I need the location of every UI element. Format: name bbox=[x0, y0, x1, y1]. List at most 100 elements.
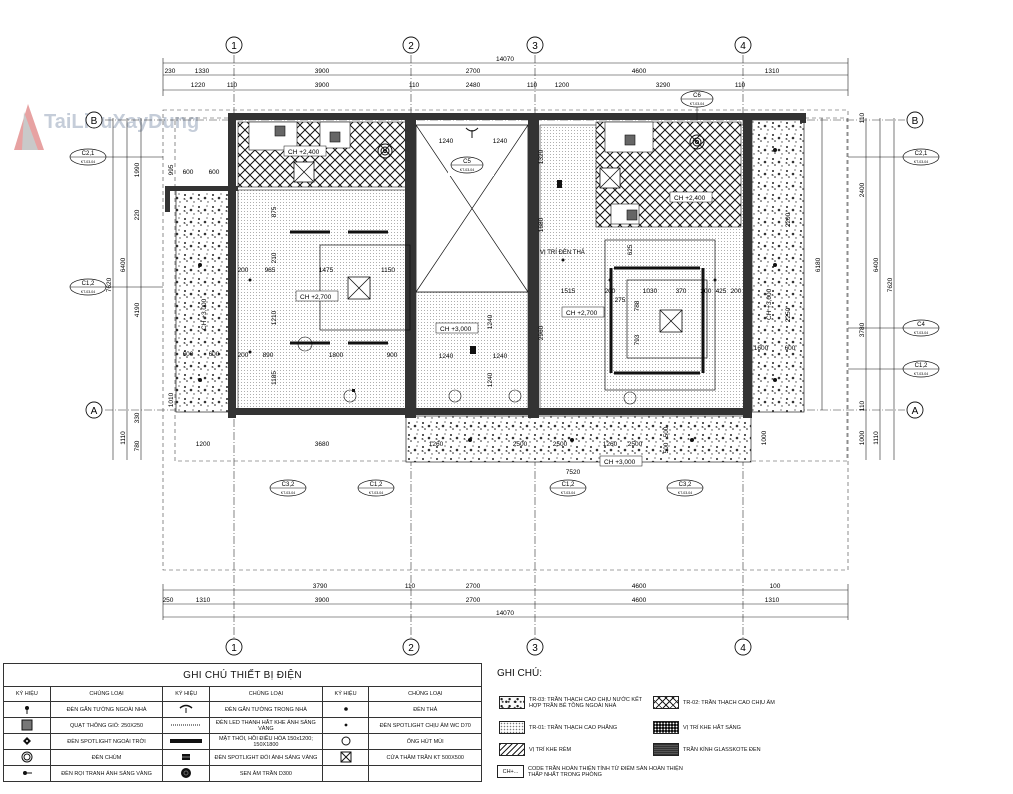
svg-text:1240: 1240 bbox=[493, 138, 508, 145]
svg-text:4600: 4600 bbox=[632, 583, 647, 590]
interior-dimensions: 1240 1240 1320 1680 2960 1240 1240 1240 … bbox=[183, 138, 796, 476]
led-strips bbox=[290, 230, 705, 375]
svg-text:14070: 14070 bbox=[496, 610, 514, 617]
dark-swatch-icon bbox=[653, 721, 679, 734]
svg-text:KT-03-04: KT-03-04 bbox=[914, 331, 928, 335]
svg-text:780: 780 bbox=[134, 440, 141, 451]
svg-text:1000: 1000 bbox=[859, 430, 866, 445]
svg-text:KT-03-04: KT-03-04 bbox=[81, 160, 95, 164]
svg-text:CH +3,000: CH +3,000 bbox=[440, 326, 472, 333]
ceiling-code-box: CH+... bbox=[497, 765, 524, 778]
svg-text:1110: 1110 bbox=[873, 431, 880, 445]
access-hatch-icon bbox=[321, 749, 370, 766]
svg-text:1515: 1515 bbox=[561, 288, 576, 295]
svg-text:CH +3,000: CH +3,000 bbox=[604, 459, 636, 466]
svg-text:3900: 3900 bbox=[315, 597, 330, 604]
svg-text:2: 2 bbox=[408, 643, 414, 654]
wc-spotlight-icon bbox=[321, 717, 370, 734]
note-tr02: TR-02: TRẦN THẠCH CAO CHỊU ẨM bbox=[653, 696, 793, 709]
svg-text:2480: 2480 bbox=[466, 82, 481, 89]
svg-text:3680: 3680 bbox=[315, 441, 330, 448]
svg-text:1310: 1310 bbox=[196, 597, 211, 604]
svg-text:C1,2: C1,2 bbox=[562, 482, 575, 488]
svg-text:7620: 7620 bbox=[887, 277, 894, 292]
svg-text:210: 210 bbox=[271, 252, 278, 263]
grid-bubbles-rows: B A B A bbox=[85, 111, 924, 419]
svg-text:1030: 1030 bbox=[643, 288, 658, 295]
svg-text:625: 625 bbox=[627, 244, 634, 255]
svg-text:2200: 2200 bbox=[785, 212, 792, 227]
svg-text:3790: 3790 bbox=[313, 583, 328, 590]
svg-text:3900: 3900 bbox=[315, 82, 330, 89]
svg-text:1260: 1260 bbox=[603, 441, 618, 448]
svg-text:110: 110 bbox=[859, 112, 866, 123]
svg-text:1330: 1330 bbox=[195, 68, 210, 75]
note-ceiling-code: CH+... CODE TRẦN HOÀN THIỆN TÍNH TỪ ĐIỂM… bbox=[497, 765, 697, 778]
dimension-lines-bottom bbox=[162, 584, 849, 620]
svg-text:1800: 1800 bbox=[329, 352, 344, 359]
svg-text:B: B bbox=[912, 116, 919, 127]
svg-text:A: A bbox=[91, 406, 98, 417]
dimension-lines-left bbox=[112, 118, 142, 460]
grid-bubbles-bottom: 1 2 3 4 bbox=[225, 638, 752, 656]
svg-text:200: 200 bbox=[238, 352, 249, 359]
section-tag: C1,2 KT-03-04 bbox=[69, 278, 163, 296]
exhaust-fan-icon bbox=[377, 134, 705, 159]
grid-label-3: 3 bbox=[532, 41, 538, 52]
note-curtain-slot: VỊ TRÍ KHE RÈM bbox=[499, 743, 649, 756]
svg-text:1000: 1000 bbox=[761, 430, 768, 445]
svg-text:600: 600 bbox=[183, 169, 194, 176]
svg-text:110: 110 bbox=[405, 583, 416, 590]
pendant-light-note: VỊ TRÍ ĐÈN THẢ bbox=[540, 249, 585, 256]
svg-text:220: 220 bbox=[134, 209, 141, 220]
svg-text:1600: 1600 bbox=[754, 345, 769, 352]
svg-text:3900: 3900 bbox=[315, 68, 330, 75]
svg-text:1240: 1240 bbox=[493, 353, 508, 360]
svg-text:200: 200 bbox=[238, 267, 249, 274]
section-tag: C2,1 KT-03-04 bbox=[848, 148, 940, 166]
svg-text:965: 965 bbox=[265, 267, 276, 274]
svg-text:1680: 1680 bbox=[538, 217, 545, 232]
picture-light-icon bbox=[3, 765, 51, 782]
svg-text:C6: C6 bbox=[693, 93, 701, 99]
svg-text:6400: 6400 bbox=[873, 257, 880, 272]
svg-text:1010: 1010 bbox=[168, 392, 175, 407]
svg-text:3: 3 bbox=[532, 643, 538, 654]
outdoor-spotlight-icon bbox=[3, 733, 51, 750]
section-tag: C1,2 KT-03-04 bbox=[357, 479, 395, 497]
svg-text:110: 110 bbox=[227, 82, 238, 89]
note-tr03: TR-03: TRẦN THẠCH CAO CHỊU NƯỚC KẾT HỢP … bbox=[499, 696, 649, 709]
svg-text:500: 500 bbox=[663, 442, 670, 453]
note-glass-ceiling: TRẦN KÍNH GLASSKOTE ĐEN bbox=[653, 743, 793, 756]
svg-text:330: 330 bbox=[134, 412, 141, 423]
note-light-slot: VỊ TRÍ KHE HẮT SÁNG bbox=[653, 721, 793, 734]
spotlight-icons bbox=[198, 148, 777, 442]
dimension-lines-top bbox=[162, 58, 849, 96]
svg-text:1240: 1240 bbox=[439, 138, 454, 145]
svg-text:KT-03-04: KT-03-04 bbox=[914, 160, 928, 164]
svg-text:1: 1 bbox=[231, 643, 237, 654]
svg-text:110: 110 bbox=[859, 400, 866, 411]
dimension-lines-right bbox=[821, 118, 895, 460]
svg-text:1220: 1220 bbox=[191, 82, 206, 89]
svg-text:7620: 7620 bbox=[106, 277, 113, 292]
grid-label-1: 1 bbox=[231, 41, 237, 52]
svg-text:KT-03-04: KT-03-04 bbox=[690, 102, 704, 106]
svg-text:CH +3,000: CH +3,000 bbox=[201, 298, 208, 330]
svg-text:3780: 3780 bbox=[859, 322, 866, 337]
svg-text:900: 900 bbox=[387, 352, 398, 359]
chandelier-icon bbox=[3, 749, 51, 766]
svg-text:1475: 1475 bbox=[319, 267, 334, 274]
pendant-light-icon bbox=[321, 701, 370, 718]
svg-text:1110: 1110 bbox=[120, 431, 127, 445]
svg-text:875: 875 bbox=[271, 206, 278, 217]
ceiling-notes: GHI CHÚ: TR-03: TRẦN THẠCH CAO CHỊU NƯỚC… bbox=[495, 666, 795, 791]
svg-text:100: 100 bbox=[770, 583, 781, 590]
color-spotlight-icon bbox=[162, 749, 211, 766]
rain-shower-icon bbox=[162, 765, 211, 782]
svg-text:1240: 1240 bbox=[487, 372, 494, 387]
terrazzo-swatch-icon bbox=[499, 696, 525, 709]
svg-text:C5: C5 bbox=[463, 159, 471, 165]
ventilation-fan-icon bbox=[274, 125, 638, 221]
svg-text:C3,2: C3,2 bbox=[679, 482, 692, 488]
